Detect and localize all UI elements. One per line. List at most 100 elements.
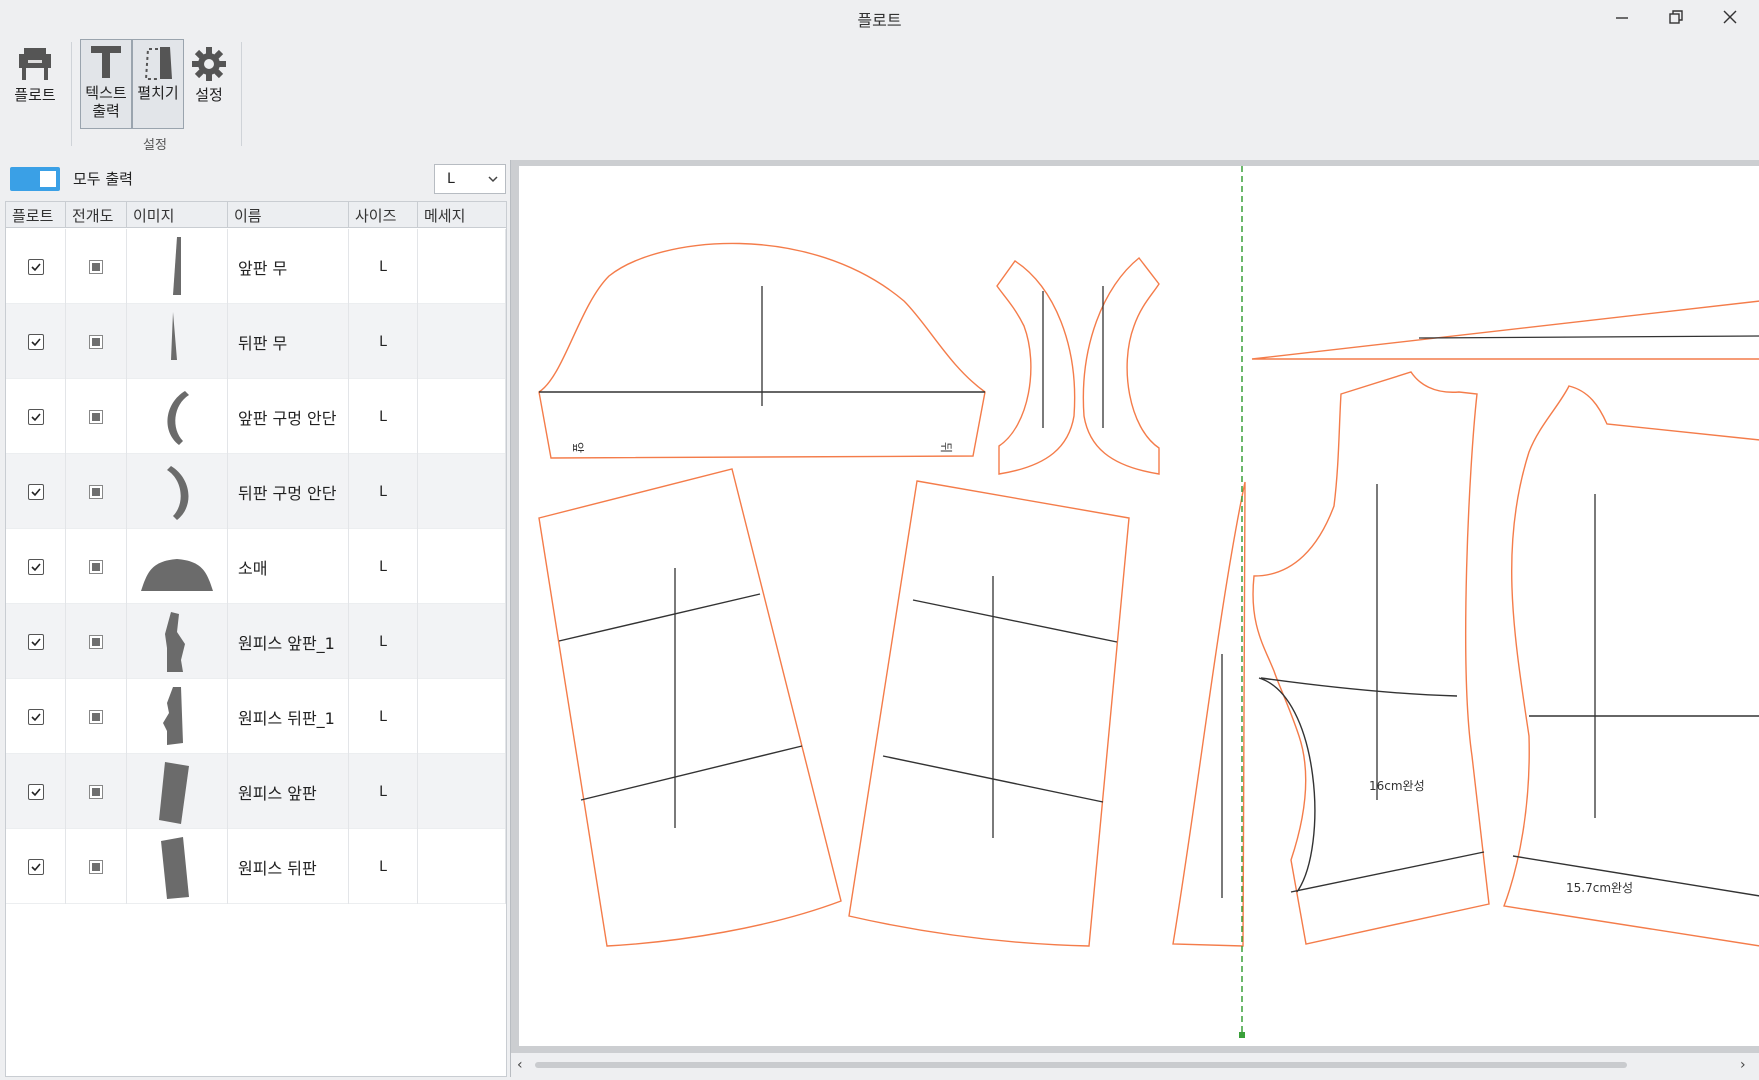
plot-label: 플로트 (14, 86, 56, 104)
pattern-guide-line (882, 599, 1118, 803)
piece-thumbnail (127, 529, 228, 604)
layout-checkbox[interactable] (89, 709, 103, 724)
piece-size: L (349, 754, 418, 829)
unfold-button[interactable]: 펼치기 (132, 39, 184, 129)
ribbon-group-label: 설정 (143, 138, 167, 153)
unfold-label: 펼치기 (137, 84, 179, 102)
label-measure-front: 16cm완성 (1369, 779, 1425, 793)
text-output-label: 텍스트 출력 (85, 84, 127, 120)
piece-size: L (349, 604, 418, 679)
chevron-down-icon (488, 176, 498, 183)
sleeve-piece[interactable] (538, 242, 986, 459)
plot-checkbox[interactable] (27, 783, 44, 800)
col-size[interactable]: 사이즈 (349, 202, 418, 228)
scroll-left-icon[interactable]: ‹ (517, 1057, 523, 1073)
close-button[interactable] (1703, 0, 1757, 34)
layout-checkbox[interactable] (89, 784, 103, 799)
piece-name: 뒤판 무 (228, 304, 349, 379)
cut-marker-handle[interactable] (1239, 1032, 1245, 1038)
text-output-button[interactable]: 텍스트 출력 (80, 39, 132, 129)
plot-checkbox[interactable] (27, 558, 44, 575)
layout-checkbox[interactable] (89, 634, 103, 649)
label-measure-back: 15.7cm완성 (1566, 881, 1633, 895)
pattern-layout: 앞 뒤 16cm완성 15.7cm완성 (538, 166, 1759, 1038)
piece-size: L (349, 529, 418, 604)
output-all-toggle[interactable] (10, 167, 60, 191)
piece-name: 원피스 앞판 (228, 754, 349, 829)
size-select[interactable]: L (434, 164, 506, 194)
piece-thumbnail (127, 829, 228, 904)
dress-back-1-piece[interactable] (1503, 385, 1759, 947)
layout-checkbox[interactable] (89, 859, 103, 874)
plot-button[interactable]: 플로트 (10, 42, 60, 104)
plot-checkbox[interactable] (27, 483, 44, 500)
piece-message (418, 229, 506, 304)
pattern-canvas[interactable]: 앞 뒤 16cm완성 15.7cm완성 (519, 166, 1759, 1046)
back-gore-piece[interactable] (1251, 300, 1759, 360)
piece-size: L (349, 454, 418, 529)
layout-checkbox[interactable] (89, 259, 103, 274)
col-plot[interactable]: 플로트 (6, 202, 66, 228)
col-message[interactable]: 메세지 (424, 207, 466, 225)
dress-front-1-piece[interactable] (1252, 371, 1490, 945)
layout-checkbox[interactable] (89, 334, 103, 349)
plot-checkbox[interactable] (27, 708, 44, 725)
piece-name: 앞판 무 (228, 229, 349, 304)
col-layout[interactable]: 전개도 (66, 202, 127, 228)
plot-checkbox[interactable] (27, 633, 44, 650)
col-name[interactable]: 이름 (228, 202, 349, 228)
plotter-icon (13, 42, 57, 86)
scroll-right-icon[interactable]: › (1740, 1057, 1746, 1073)
piece-size: L (349, 829, 418, 904)
plot-checkbox[interactable] (27, 858, 44, 875)
back-armhole-facing-piece[interactable] (1082, 257, 1160, 475)
piece-size: L (349, 379, 418, 454)
label-sleeve-back: 뒤 (939, 442, 953, 453)
size-select-value: L (447, 171, 455, 187)
settings-button[interactable]: 설정 (186, 42, 232, 104)
pattern-guide-line (558, 593, 803, 801)
plot-checkbox[interactable] (27, 333, 44, 350)
piece-thumbnail (127, 679, 228, 754)
front-gore-piece[interactable] (1172, 481, 1246, 947)
plot-checkbox[interactable] (27, 408, 44, 425)
layout-checkbox[interactable] (89, 559, 103, 574)
piece-message (418, 379, 506, 454)
piece-thumbnail (127, 454, 228, 529)
horizontal-scrollbar[interactable]: ‹ › (511, 1053, 1759, 1077)
piece-message (418, 454, 506, 529)
piece-thumbnail (127, 754, 228, 829)
dress-back-piece[interactable] (848, 480, 1130, 947)
grain-line (1418, 335, 1759, 339)
col-image[interactable]: 이미지 (127, 202, 228, 228)
layout-checkbox[interactable] (89, 409, 103, 424)
settings-label: 설정 (195, 86, 223, 104)
plot-checkbox[interactable] (27, 258, 44, 275)
piece-name: 원피스 뒤판_1 (228, 679, 349, 754)
minimize-button[interactable] (1595, 0, 1649, 34)
restore-button[interactable] (1649, 0, 1703, 34)
plot-preview-area: 앞 뒤 16cm완성 15.7cm완성 ‹ › (510, 160, 1759, 1077)
piece-name: 뒤판 구멍 안단 (228, 454, 349, 529)
pattern-guide-line (1258, 677, 1485, 893)
piece-name: 원피스 뒤판 (228, 829, 349, 904)
piece-message (418, 304, 506, 379)
piece-name: 앞판 구멍 안단 (228, 379, 349, 454)
layout-checkbox[interactable] (89, 484, 103, 499)
piece-message (418, 754, 506, 829)
piece-name: 원피스 앞판_1 (228, 604, 349, 679)
dress-front-piece[interactable] (538, 468, 842, 947)
scroll-thumb[interactable] (535, 1062, 1627, 1068)
front-armhole-facing-piece[interactable] (996, 260, 1076, 475)
piece-thumbnail (127, 604, 228, 679)
unfold-icon (136, 40, 180, 84)
